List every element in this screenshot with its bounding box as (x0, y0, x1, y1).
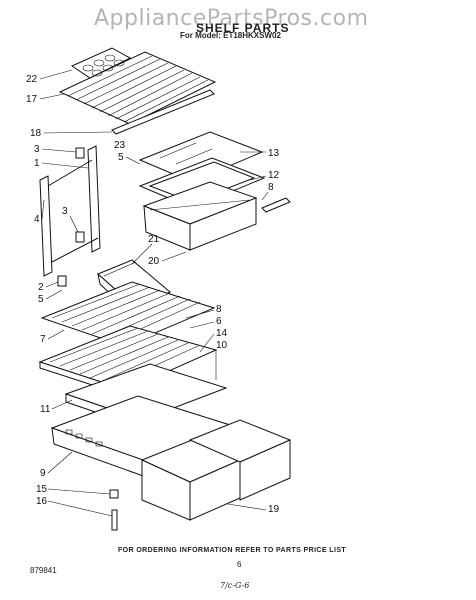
callout-label: 17 (26, 94, 38, 105)
ladder-rails (39, 145, 101, 277)
handwritten-code: 7/c-G-6 (220, 581, 250, 590)
roller-assembly (109, 489, 119, 531)
ordering-note: FOR ORDERING INFORMATION REFER TO PARTS … (118, 547, 347, 554)
callout-label: 11 (40, 404, 51, 415)
callout-label: 6 (216, 316, 222, 327)
shelf-bracket (57, 275, 67, 287)
shelf-bracket (75, 147, 85, 159)
callout-label: 9 (40, 468, 46, 479)
callout-label: 23 (114, 140, 126, 151)
callout-label: 22 (26, 74, 38, 85)
document-number: 879841 (30, 566, 57, 575)
callout-label: 3 (62, 206, 68, 217)
watermark: AppliancePartsPros.com (94, 6, 369, 31)
callout-label: 21 (148, 234, 160, 245)
callout-label: 15 (36, 484, 48, 495)
callout-label: 16 (36, 496, 48, 507)
callout-label: 8 (216, 304, 222, 315)
meat-pan (142, 181, 258, 251)
shelf-rail (111, 89, 215, 135)
page-number: 6 (237, 560, 242, 569)
callout-label: 7 (40, 334, 46, 345)
callouts: 22 17 18 3 1 23 5 13 12 8 4 3 21 20 (26, 69, 280, 517)
callout-label: 19 (268, 504, 280, 515)
crisper-drawer-right (188, 419, 292, 501)
callout-label: 1 (34, 158, 40, 169)
callout-label: 4 (34, 214, 40, 225)
callout-label: 2 (38, 282, 44, 293)
callout-label: 5 (38, 294, 44, 305)
shelf-bracket (75, 231, 85, 243)
callout-label: 12 (268, 170, 280, 181)
callout-label: 14 (216, 328, 228, 339)
top-wire-shelf (58, 47, 217, 125)
diagram-title: SHELF PARTS (196, 21, 290, 35)
callout-label: 20 (148, 256, 160, 267)
callout-label: 8 (268, 182, 274, 193)
callout-label: 10 (216, 340, 228, 351)
callout-label: 3 (34, 144, 40, 155)
model-number: For Model: ET18HKXSW02 (180, 31, 281, 40)
callout-label: 5 (118, 152, 124, 163)
callout-label: 13 (268, 148, 280, 159)
callout-label: 18 (30, 128, 42, 139)
